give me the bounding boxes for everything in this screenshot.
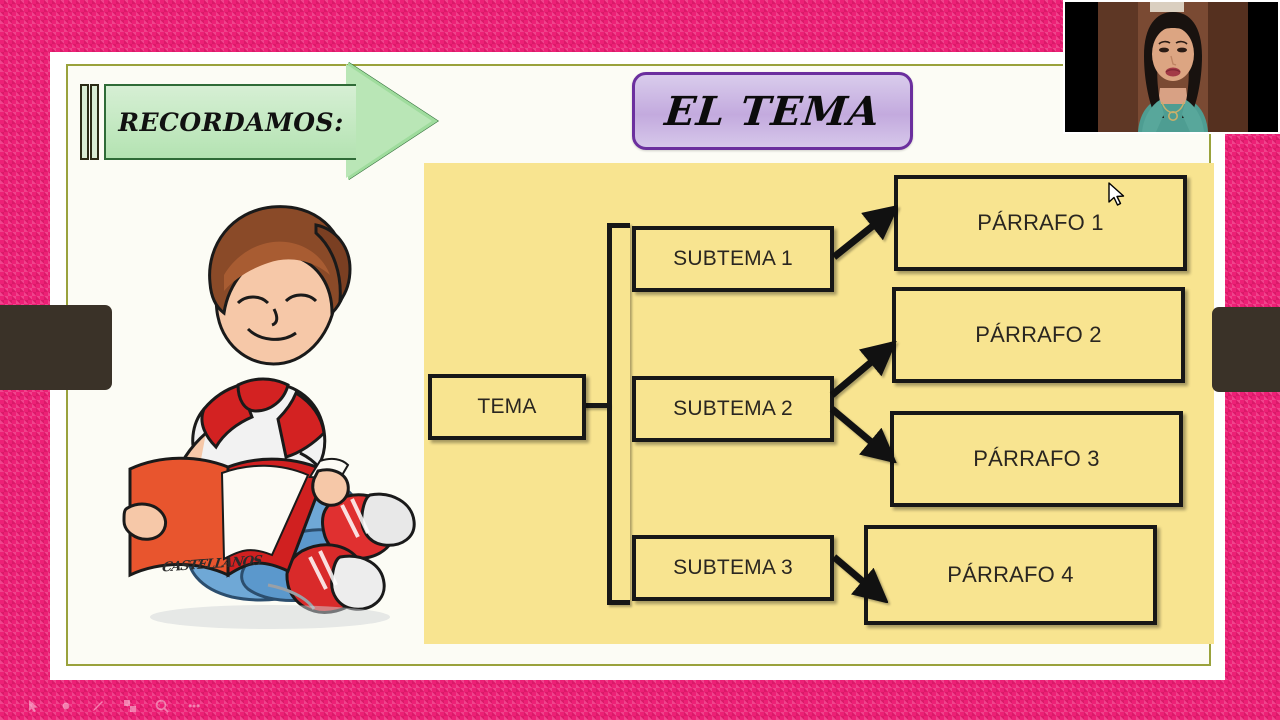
dot-icon[interactable] bbox=[58, 698, 74, 714]
arrow-subtema2-to-parrafo3 bbox=[826, 401, 898, 463]
diagram-box-subtema-3[interactable]: SUBTEMA 3 bbox=[632, 535, 834, 601]
presenter-webcam[interactable] bbox=[1063, 0, 1280, 134]
right-arrow-fill-icon bbox=[346, 64, 432, 178]
arrow-subtema3-to-parrafo4 bbox=[828, 549, 888, 603]
diagram-box-parrafo-2[interactable]: PÁRRAFO 2 bbox=[892, 287, 1185, 383]
title-box: EL TEMA bbox=[632, 72, 913, 150]
diagram-box-parrafo-1[interactable]: PÁRRAFO 1 bbox=[894, 175, 1187, 271]
annotation-toolbar[interactable] bbox=[0, 692, 1280, 720]
arrow-subtema1-to-parrafo1 bbox=[828, 205, 898, 265]
banner-bars bbox=[80, 84, 102, 160]
arrow-subtema2-to-parrafo2 bbox=[826, 341, 898, 403]
left-dark-tab[interactable] bbox=[0, 305, 112, 390]
banner-label: RECORDAMOS: bbox=[118, 107, 344, 137]
banner-bar-1 bbox=[80, 84, 89, 160]
diagram-box-subtema-2[interactable]: SUBTEMA 2 bbox=[632, 376, 834, 442]
right-dark-tab[interactable] bbox=[1212, 307, 1280, 392]
diagram-box-parrafo-3[interactable]: PÁRRAFO 3 bbox=[890, 411, 1183, 507]
boy-reading-illustration: CASTELLANOS bbox=[120, 165, 420, 635]
tree-bracket bbox=[607, 223, 630, 605]
pointer-icon[interactable] bbox=[26, 698, 42, 714]
banner-bar-2 bbox=[90, 84, 99, 160]
arrow-cursor bbox=[1108, 182, 1126, 213]
banner-body: RECORDAMOS: bbox=[104, 84, 356, 160]
diagram-box-parrafo-4[interactable]: PÁRRAFO 4 bbox=[864, 525, 1157, 625]
root-connector-stub bbox=[584, 403, 610, 408]
diagram-box-tema[interactable]: TEMA bbox=[428, 374, 586, 440]
webcam-video bbox=[1098, 2, 1248, 132]
page-title: EL TEMA bbox=[662, 87, 883, 135]
recordamos-banner: RECORDAMOS: bbox=[80, 62, 458, 190]
more-icon[interactable] bbox=[186, 698, 202, 714]
shapes-icon[interactable] bbox=[122, 698, 138, 714]
pen-icon[interactable] bbox=[90, 698, 106, 714]
diagram-box-subtema-1[interactable]: SUBTEMA 1 bbox=[632, 226, 834, 292]
diagram-panel: TEMA SUBTEMA 1 SUBTEMA 2 SUBTEMA 3 PÁRRA… bbox=[424, 163, 1214, 644]
magnifier-icon[interactable] bbox=[154, 698, 170, 714]
